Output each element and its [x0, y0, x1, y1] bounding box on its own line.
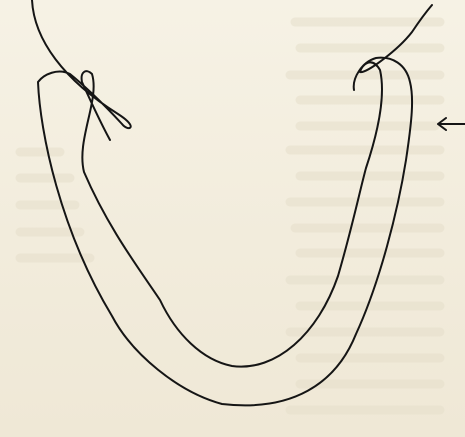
- outer-arch-line: [32, 0, 412, 405]
- inner-arch-line: [82, 5, 432, 367]
- arrow-left-icon: [438, 118, 465, 130]
